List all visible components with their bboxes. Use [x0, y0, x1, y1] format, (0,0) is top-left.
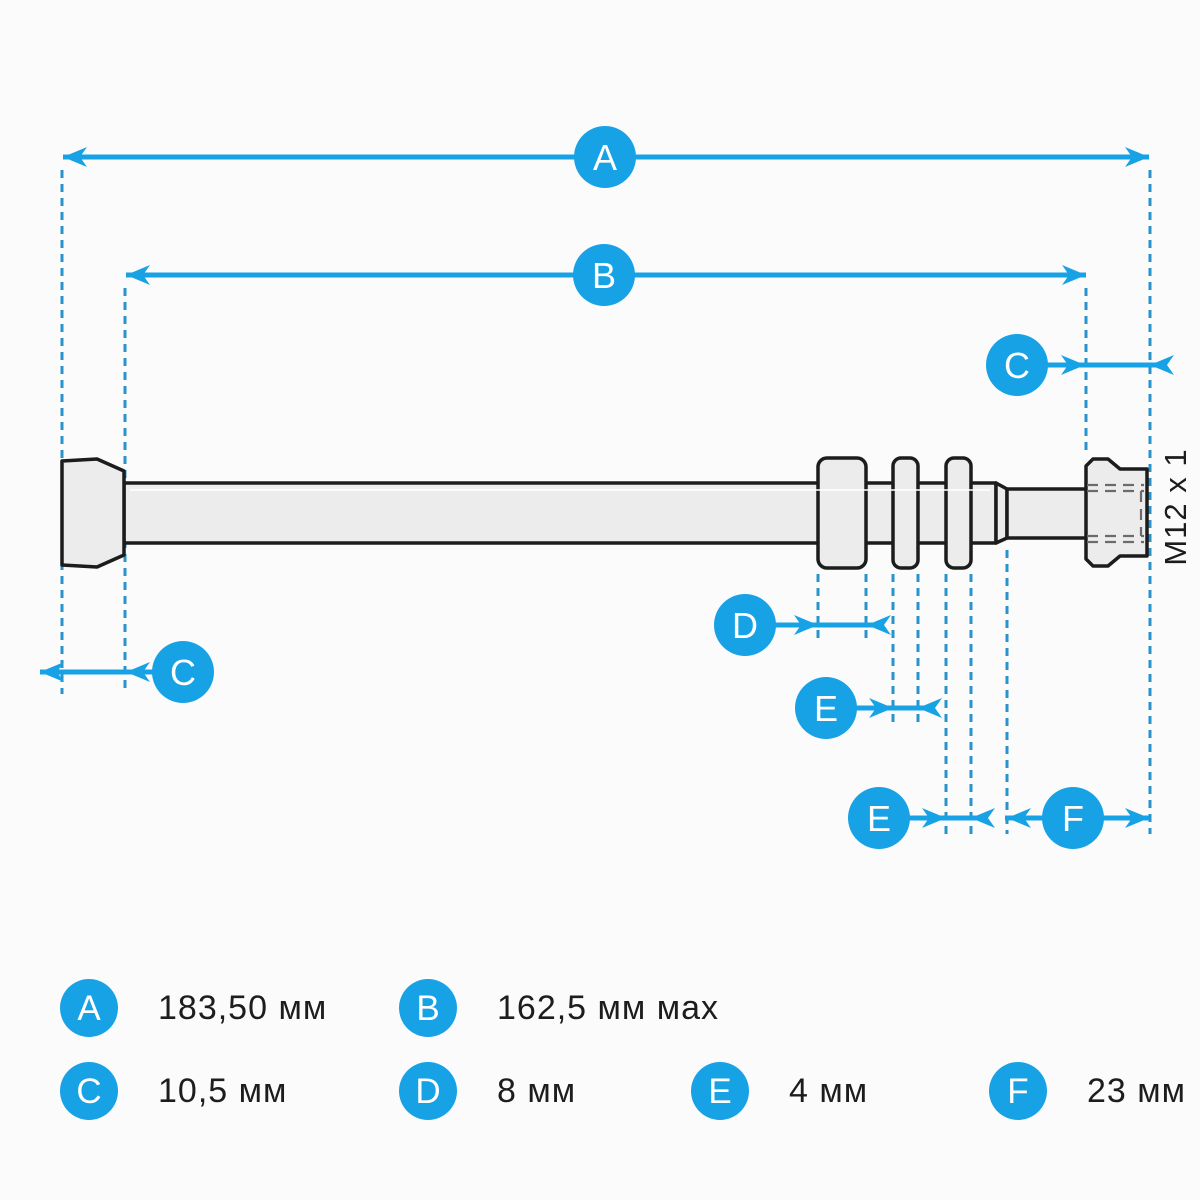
- legend-value-b: 162,5 мм мах: [497, 988, 720, 1027]
- arrowhead-left: [971, 808, 995, 828]
- arrowhead-left: [126, 662, 150, 682]
- callout-letter-d: D: [732, 605, 758, 646]
- arrowhead-left: [126, 265, 150, 285]
- end-cap: [1084, 457, 1149, 568]
- callout-circle-c-bottom: [152, 641, 214, 703]
- legend-value-a: 183,50 мм: [158, 988, 328, 1027]
- arrowhead-left: [63, 147, 87, 167]
- arrowhead-right: [1125, 147, 1149, 167]
- thread-size-label: M12 x 1: [1158, 448, 1193, 565]
- legend-value-d: 8 мм: [497, 1071, 577, 1110]
- arrowhead-left: [40, 662, 64, 682]
- legend-item-e: E 4 мм: [691, 1062, 868, 1120]
- callout-letter-c-top: C: [1004, 345, 1030, 386]
- legend-item-c: C 10,5 мм: [60, 1062, 287, 1120]
- callout-circle-a: [574, 126, 636, 188]
- legend-badge-b: B: [399, 979, 457, 1037]
- callout-circle-c-top: [986, 334, 1048, 396]
- legend-value-f: 23 мм: [1087, 1071, 1187, 1110]
- thread-section: [1005, 487, 1089, 540]
- legend-item-a: A 183,50 мм: [60, 979, 327, 1037]
- legend-value-e: 4 мм: [789, 1071, 869, 1110]
- callout-letter-a: A: [593, 137, 617, 178]
- callout-circle-d: [714, 594, 776, 656]
- collar-wide: [816, 456, 868, 570]
- callout-letter-b: B: [592, 255, 616, 296]
- collar-narrow-2: [944, 456, 973, 570]
- arrowhead-right: [869, 698, 893, 718]
- legend-badge-c: C: [60, 1062, 118, 1120]
- arrowhead-right: [794, 615, 818, 635]
- legend-item-f: F 23 мм: [989, 1062, 1186, 1120]
- arrowhead-right: [922, 808, 946, 828]
- arrowhead-left: [1007, 808, 1031, 828]
- legend-badge-e: E: [691, 1062, 749, 1120]
- arrowhead-right: [1125, 808, 1149, 828]
- callout-circle-e2: [848, 787, 910, 849]
- arrowhead-right: [1061, 355, 1085, 375]
- callout-circle-b: [573, 244, 635, 306]
- legend-badge-f: F: [989, 1062, 1047, 1120]
- arrowhead-right: [1062, 265, 1086, 285]
- legend-item-d: D 8 мм: [399, 1062, 576, 1120]
- dimension-callouts: A B C C D E E F: [152, 126, 1104, 849]
- callout-letter-e2: E: [867, 798, 891, 839]
- arrowhead-left: [867, 615, 891, 635]
- callout-circle-f: [1042, 787, 1104, 849]
- arrowhead-left: [1150, 355, 1174, 375]
- callout-letter-e1: E: [814, 688, 838, 729]
- arrowhead-left: [918, 698, 942, 718]
- legend-value-c: 10,5 мм: [158, 1071, 288, 1110]
- axle-part: [60, 456, 1149, 570]
- legend-item-b: B 162,5 мм мах: [399, 979, 719, 1037]
- dimension-arrowheads: [40, 147, 1174, 828]
- legend-badge-a: A: [60, 979, 118, 1037]
- callout-letter-f: F: [1062, 798, 1084, 839]
- axle-head: [60, 457, 126, 569]
- hidden-thread-lines: [1087, 483, 1144, 544]
- legend-badge-d: D: [399, 1062, 457, 1120]
- callout-circle-e1: [795, 677, 857, 739]
- collar-narrow-1: [891, 456, 920, 570]
- callout-letter-c-bottom: C: [170, 652, 196, 693]
